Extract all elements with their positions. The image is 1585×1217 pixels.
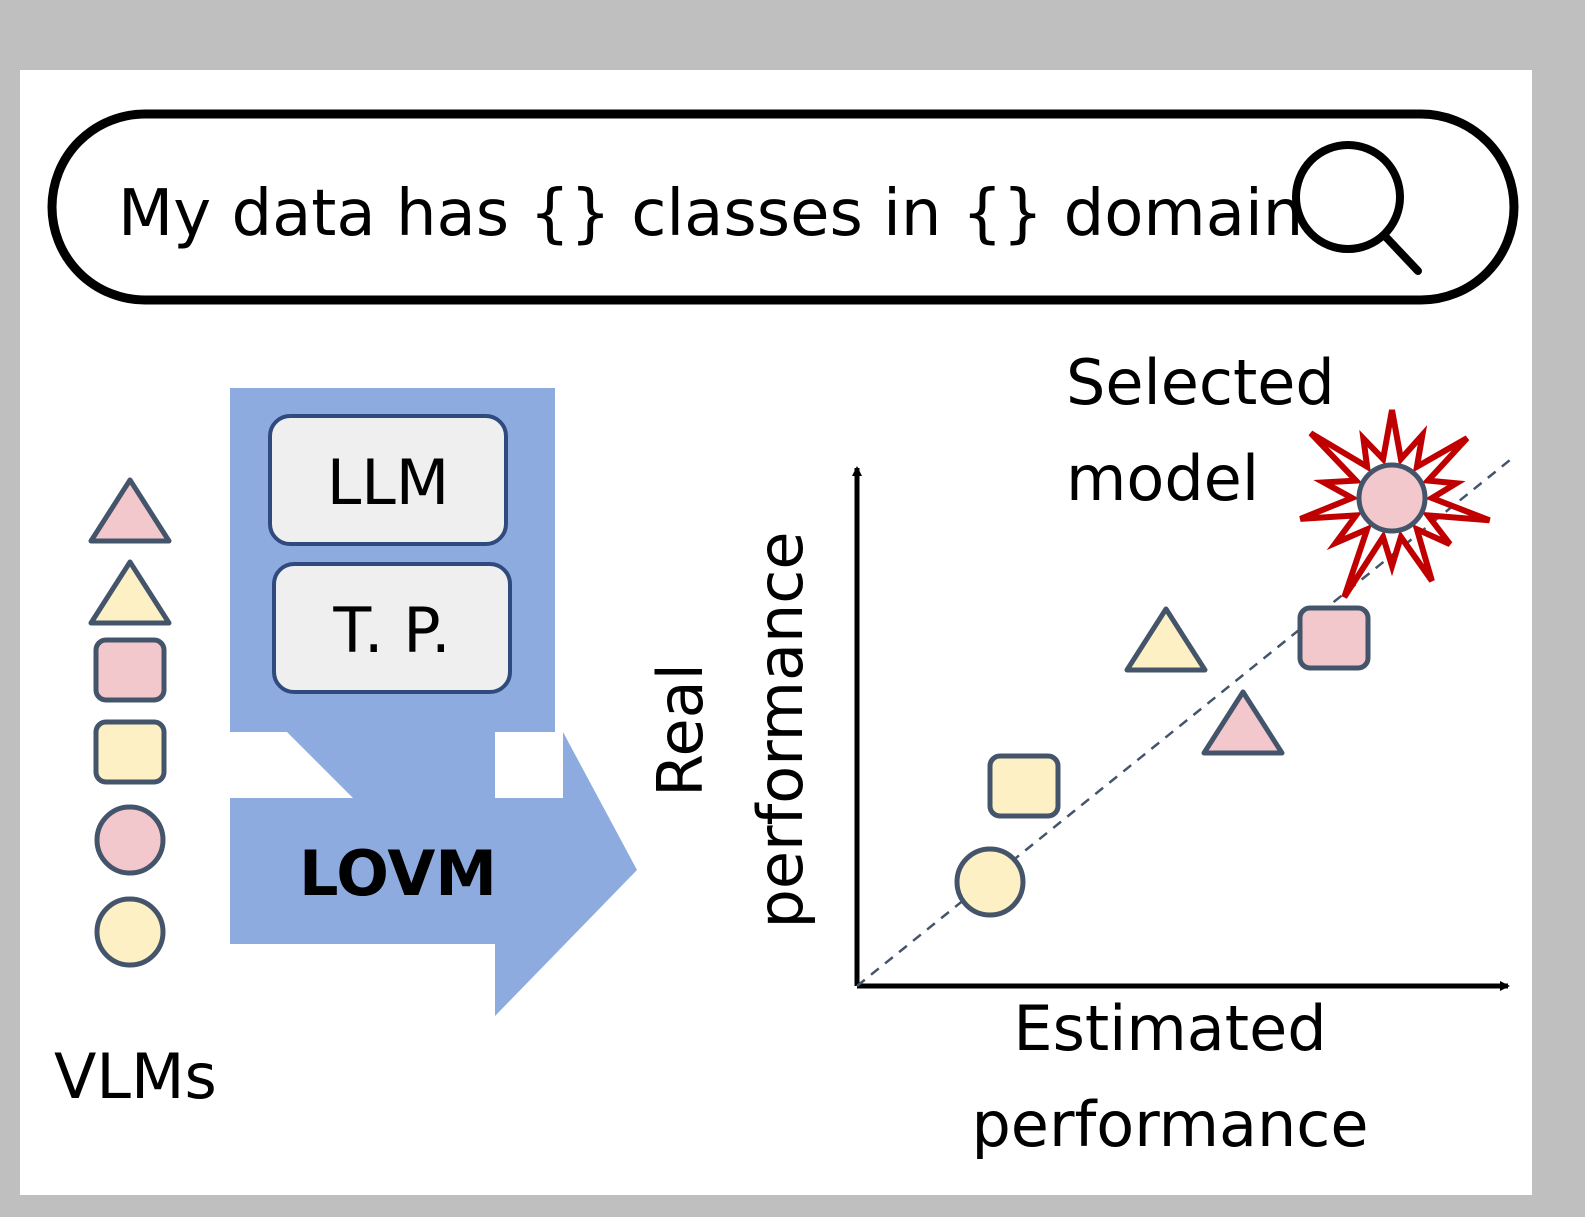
plot-point-yellow-triangle	[1124, 606, 1208, 673]
x-axis-label-line2: performance	[971, 1088, 1368, 1161]
vlm-yellow-triangle-icon	[88, 559, 172, 626]
vlm-icon-list	[88, 477, 172, 968]
plot-point-pink-triangle	[1201, 689, 1285, 756]
selected-model-label-line2: model	[1066, 442, 1259, 515]
performance-plot: Real performance Estimated performance S…	[644, 346, 1511, 1161]
search-bar[interactable]: My data has {} classes in {} domain	[47, 109, 1519, 305]
vlm-pink-circle-icon	[94, 804, 166, 876]
tp-box	[272, 562, 512, 694]
diagonal-reference-line	[856, 459, 1511, 987]
search-icon[interactable]	[1292, 141, 1422, 275]
selected-model-point	[1356, 462, 1428, 534]
plot-point-yellow-square	[987, 753, 1061, 819]
y-axis-label-line1: Real	[644, 663, 717, 797]
vlms-label: VLMs	[54, 1040, 217, 1113]
tp-label: T. P.	[332, 594, 450, 667]
vlm-pink-triangle-icon	[88, 477, 172, 544]
vlm-yellow-circle-icon	[94, 896, 166, 968]
llm-label: LLM	[327, 446, 450, 519]
vlm-pink-square-icon	[93, 637, 167, 703]
llm-box	[268, 414, 508, 546]
plot-points	[954, 462, 1428, 918]
lovm-pipeline: LLM T. P. LOVM	[230, 388, 637, 1016]
plot-point-yellow-circle	[954, 846, 1026, 918]
figure-canvas: My data has {} classes in {} domain VLMs…	[20, 70, 1532, 1195]
search-query: My data has {} classes in {} domain	[118, 177, 1303, 251]
y-axis-label-line2: performance	[744, 531, 817, 928]
plot-point-pink-square	[1297, 605, 1371, 671]
lovm-label: LOVM	[299, 837, 497, 910]
selected-model-highlight-burst	[1299, 409, 1491, 599]
selected-model-label-line1: Selected	[1066, 346, 1335, 419]
vlm-yellow-square-icon	[93, 719, 167, 785]
x-axis-label-line1: Estimated	[1013, 992, 1326, 1065]
